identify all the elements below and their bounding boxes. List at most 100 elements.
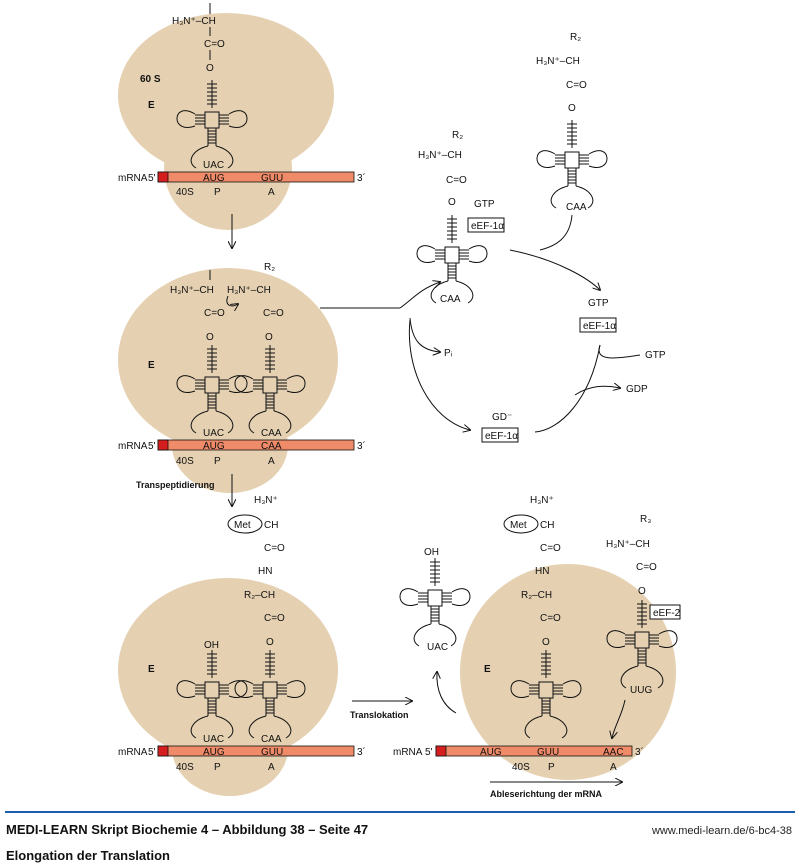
codon-a: GUU	[261, 173, 283, 184]
carbonyl-group: C=O	[540, 543, 561, 554]
phosphate-label: Pᵢ	[444, 348, 453, 359]
ester-oxygen: O	[542, 637, 550, 648]
label-p-site: P	[214, 762, 221, 773]
ester-oxygen: O	[448, 197, 456, 208]
codon-p: AUG	[203, 747, 225, 758]
ester-oxygen-2: O	[265, 332, 273, 343]
factor-box	[467, 217, 505, 233]
carbonyl-group: C=O	[204, 308, 225, 319]
footer-divider	[5, 811, 795, 813]
codon-p: AUG	[203, 173, 225, 184]
carbonyl-group-2: C=O	[540, 613, 561, 624]
carbonyl-group: C=O	[566, 80, 587, 91]
mrna-label: mRNA	[118, 173, 148, 184]
five-prime: 5'	[148, 441, 156, 452]
three-prime: 3´	[357, 440, 366, 452]
three-prime: 3´	[357, 746, 366, 758]
label-a-site: A	[268, 187, 275, 198]
side-chain-r2: R₂	[452, 130, 463, 141]
elongation-diagram: H₃N⁺–CH C=O O 60 S E UAC mRNA 5' 3´ AUG …	[118, 3, 681, 799]
anticodon-a: CAA	[261, 428, 282, 439]
step-label: Transpeptidierung	[136, 480, 215, 490]
carbonyl-group-3: C=O	[636, 562, 657, 573]
side-chain-r3: R₃	[640, 514, 651, 525]
amide-nh: HN	[258, 566, 272, 577]
hydroxyl-group: OH	[424, 547, 439, 558]
ester-oxygen: O	[206, 63, 214, 74]
anticodon-a: CAA	[261, 734, 282, 745]
panel-initial: H₃N⁺–CH C=O O 60 S E UAC mRNA 5' 3´ AUG …	[118, 3, 366, 248]
anticodon-p: UAC	[203, 428, 224, 439]
side-chain-r2: R₂	[570, 32, 581, 43]
label-e-site: E	[148, 100, 155, 111]
figure-source: MEDI-LEARN Skript Biochemie 4 – Abbildun…	[6, 822, 369, 837]
r2-alpha-carbon: R₂–CH	[521, 590, 552, 601]
amino-acid-group-2: H₃N⁺–CH	[227, 285, 271, 296]
amino-acid-group: H₃N⁺–CH	[606, 539, 650, 550]
hydroxyl-group: OH	[204, 640, 219, 651]
met-residue: Met	[510, 520, 527, 531]
factor-label-2: eEF-1α	[583, 321, 616, 332]
amino-acid-group: H₃N⁺–CH	[418, 150, 462, 161]
carbonyl-group: C=O	[264, 543, 285, 554]
amide-nh: HN	[535, 566, 549, 577]
anticodon: UAC	[203, 160, 224, 171]
carbonyl-group: C=O	[446, 175, 467, 186]
label-p-site: P	[214, 456, 221, 467]
alpha-carbon: CH	[540, 520, 554, 531]
three-prime: 3´	[357, 172, 366, 184]
label-60s: 60 S	[140, 74, 161, 85]
label-e-site: E	[484, 664, 491, 675]
panel-after-transpeptidation: H₃N⁺ Met CH C=O HN R₂–CH C=O O OH E UAC …	[118, 495, 412, 796]
side-chain-r2: R₂	[264, 262, 275, 273]
anticodon-p: UAC	[203, 734, 224, 745]
anticodon-free: CAA	[566, 202, 587, 213]
reading-direction-label: Ableserichtung der mRNA	[490, 789, 603, 799]
codon-p: GUU	[537, 747, 559, 758]
anticodon-released: UAC	[427, 642, 448, 653]
amino-acid-group: H₃N⁺–CH	[536, 56, 580, 67]
label-40s: 40S	[176, 762, 194, 773]
carbonyl-group-2: C=O	[263, 308, 284, 319]
factor-label: eEF-1α	[471, 221, 504, 232]
alpha-carbon: CH	[264, 520, 278, 531]
mrna-label: mRNA	[118, 747, 148, 758]
mrna-cap	[157, 171, 169, 183]
mrna-label: mRNA	[118, 441, 148, 452]
r2-alpha-carbon: R₂–CH	[244, 590, 275, 601]
anticodon: CAA	[440, 294, 461, 305]
label-e-site: E	[148, 664, 155, 675]
anticodon-incoming: UUG	[630, 685, 652, 696]
figure-title: Elongation der Translation	[6, 848, 170, 863]
codon-e: AUG	[480, 747, 502, 758]
figure-url[interactable]: www.medi-learn.de/6-bc4-38	[651, 825, 792, 837]
codon-p: AUG	[203, 441, 225, 452]
factor-label-3: eEF-1α	[485, 431, 518, 442]
mrna-strand	[157, 171, 355, 183]
five-prime: 5'	[148, 747, 156, 758]
codon-a: GUU	[261, 747, 283, 758]
large-subunit	[118, 13, 334, 177]
panel-binding: H₃N⁺–CH R₂ H₃N⁺–CH C=O C=O O O E UAC CAA…	[118, 262, 400, 506]
three-prime: 3´	[635, 746, 644, 758]
step-label: Translokation	[350, 710, 409, 720]
amino-acid-group: H₃N⁺–CH	[172, 16, 216, 27]
codon-a: CAA	[261, 441, 282, 452]
met-residue: Met	[234, 520, 251, 531]
ester-oxygen: O	[266, 637, 274, 648]
gtp-label-2: GTP	[588, 298, 609, 309]
amino-group: H₃N⁺	[254, 495, 278, 506]
eef1a-cycle: R₂ H₃N⁺–CH C=O O GTP eEF-1α CAA R₂ H₃N⁺–…	[399, 32, 666, 443]
mrna-label: mRNA	[393, 747, 423, 758]
amino-group: H₃N⁺	[530, 495, 554, 506]
label-a-site: A	[610, 762, 617, 773]
panel-after-translocation: H₃N⁺ Met CH C=O HN R₂–CH C=O O R₃ H₃N⁺–C…	[393, 495, 681, 799]
ester-oxygen: O	[206, 332, 214, 343]
carbonyl-group: C=O	[204, 39, 225, 50]
five-prime: 5'	[148, 173, 156, 184]
gtp-label: GTP	[474, 199, 495, 210]
five-prime: 5'	[425, 747, 433, 758]
codon-a: AAC	[603, 747, 624, 758]
label-e-site: E	[148, 360, 155, 371]
label-40s: 40S	[176, 456, 194, 467]
